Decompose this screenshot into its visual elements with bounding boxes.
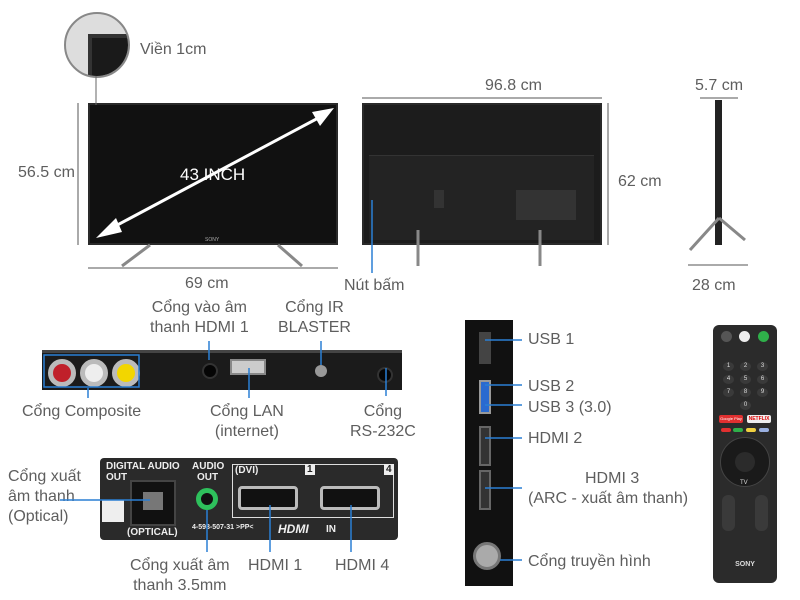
bezel-label: Viền 1cm: [140, 41, 207, 58]
rear-port-strip: [42, 350, 402, 390]
bezel-inset: [64, 12, 130, 78]
back-width-label: 96.8 cm: [485, 77, 542, 94]
tv-side: [715, 100, 722, 245]
hdmi2-label: HDMI 2: [528, 430, 583, 447]
side-stand-label: 28 cm: [692, 277, 736, 294]
composite-label: Cổng Composite: [22, 403, 142, 420]
front-height-label: 56.5 cm: [18, 164, 75, 181]
diagonal-label: 43 INCH: [180, 165, 246, 184]
usb1-label: USB 1: [528, 331, 575, 348]
tv-front-brand: SONY: [205, 237, 220, 243]
bottom-port-panel: DIGITAL AUDIO OUT (OPTICAL) AUDIO OUT 4-…: [100, 458, 398, 540]
usb2-label: USB 2: [528, 378, 575, 395]
hdmi3-note: (ARC - xuất âm thanh): [528, 490, 689, 507]
back-height-label: 62 cm: [618, 173, 662, 190]
lan-label: Cổng LAN(internet): [210, 403, 284, 440]
antenna-label: Cổng truyền hình: [528, 553, 651, 570]
side-depth-label: 5.7 cm: [695, 77, 744, 94]
button-label: Nút bấm: [344, 277, 405, 294]
hdmi3-label: HDMI 3: [585, 470, 640, 487]
remote-control: 1 2 3 4 5 6 7 8 9 0 Google Play NETFLIX …: [713, 325, 777, 583]
usb3-label: USB 3 (3.0): [528, 399, 612, 416]
front-width-label: 69 cm: [185, 275, 229, 292]
side-port-panel: [465, 320, 513, 586]
hdmi4-label: HDMI 4: [335, 557, 390, 574]
hdmi1-label: HDMI 1: [248, 557, 303, 574]
tv-back: [362, 103, 602, 245]
